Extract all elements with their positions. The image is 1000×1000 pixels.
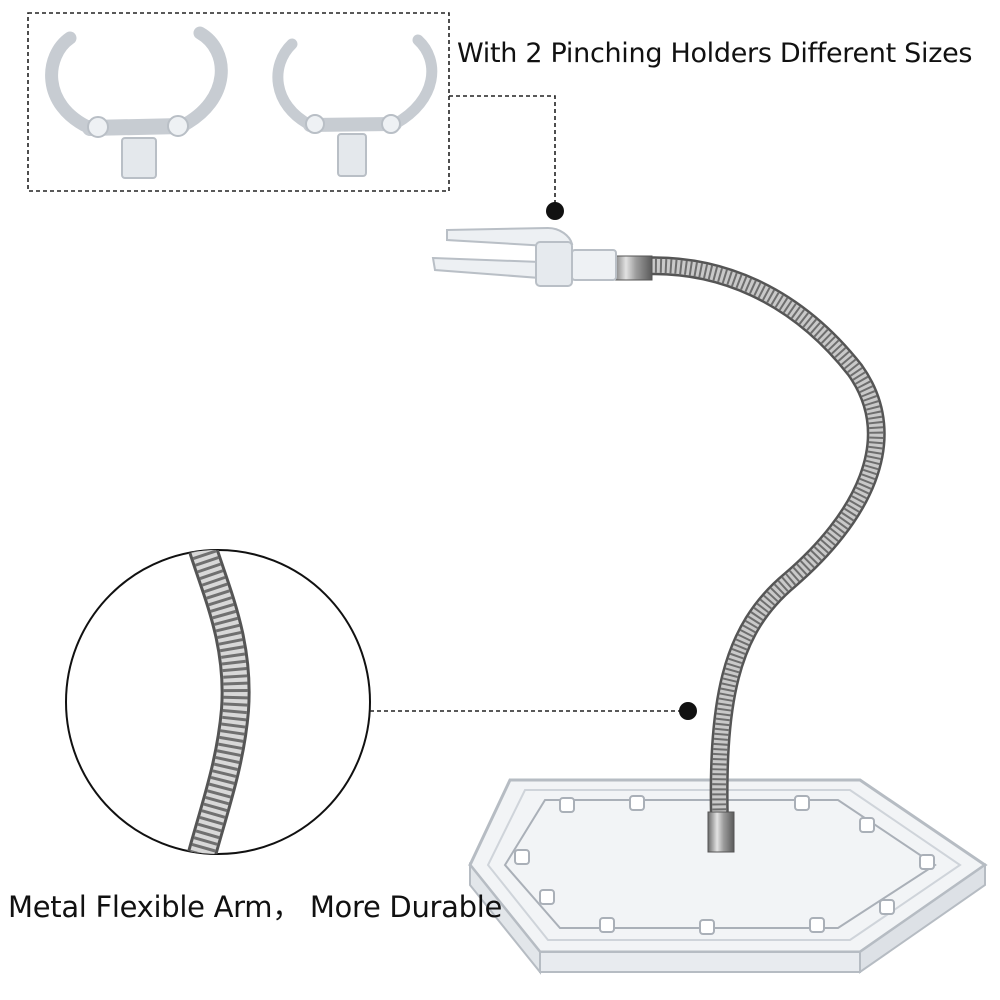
pinching-holder-small bbox=[272, 34, 438, 177]
arm-caption: Metal Flexible Arm， More Durable bbox=[8, 890, 503, 924]
holders-caption: With 2 Pinching Holders Different Sizes bbox=[457, 38, 973, 69]
holders-inset-box bbox=[27, 12, 450, 192]
arm-leader-line bbox=[370, 702, 697, 720]
hexagon-acrylic-base bbox=[468, 778, 988, 975]
arm-zoom-detail bbox=[65, 549, 371, 855]
holders-leader-line bbox=[449, 95, 564, 220]
pinching-holder-large bbox=[45, 26, 228, 179]
metal-flexible-arm bbox=[610, 255, 886, 853]
pinching-clamp bbox=[431, 226, 617, 287]
